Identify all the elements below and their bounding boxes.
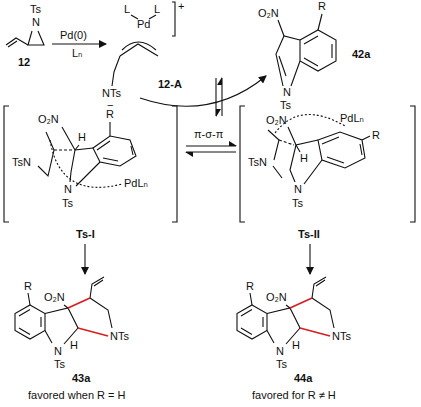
atom-label: TsN xyxy=(248,156,267,169)
benzene-ring xyxy=(318,132,365,168)
equilibrium-label: π-σ-π xyxy=(194,128,223,141)
reagent-label: Pd(0) xyxy=(60,29,87,42)
atom-label: N xyxy=(32,16,40,29)
atom-label: TsN xyxy=(12,156,31,169)
pd-allyl xyxy=(50,140,122,187)
equilibrium-arrow xyxy=(186,151,236,152)
intermediate-label: Ts-I xyxy=(76,228,95,241)
forming-bond xyxy=(54,149,73,150)
substituent-bonds xyxy=(288,127,370,152)
atom-label: H xyxy=(78,131,86,144)
compound-number: 12 xyxy=(18,56,30,69)
atom-label: Ts xyxy=(62,197,73,210)
bracket xyxy=(410,106,415,222)
bracket xyxy=(4,106,9,222)
atom-label: H xyxy=(300,152,308,165)
compound-number: 44a xyxy=(294,372,312,385)
atom-label: NTs xyxy=(110,330,129,343)
product-structure xyxy=(15,277,112,344)
atom-label: Ts xyxy=(54,358,65,371)
atom-label: N xyxy=(54,345,62,358)
equilibrium-arrow xyxy=(221,78,222,116)
atom-label: PdLₙ xyxy=(340,112,364,125)
atom-label: O₂N xyxy=(38,113,59,126)
bracket xyxy=(240,106,245,222)
atom-label: Pd xyxy=(137,18,150,31)
atom-label: Ts xyxy=(280,99,291,112)
atom-label: R xyxy=(318,0,326,13)
benzene-ring xyxy=(300,30,336,71)
r-bond xyxy=(318,14,322,30)
atom-label: R xyxy=(246,280,254,293)
atom-label: N xyxy=(276,345,284,358)
reaction-arrow xyxy=(52,43,106,44)
atom-label: R xyxy=(372,129,380,142)
aziridine-ring xyxy=(28,31,44,45)
atom-label: N xyxy=(283,86,291,99)
aromatic-bonds xyxy=(322,137,362,163)
atom-label: NTs xyxy=(332,330,351,343)
atom-label: R xyxy=(106,108,114,121)
double-bond xyxy=(8,41,17,47)
note: favored when R = H xyxy=(28,389,126,402)
aromatic-bonds xyxy=(97,141,133,161)
aminomethyl xyxy=(112,56,120,86)
compound-number: 43a xyxy=(72,372,90,385)
atom-label: O₂N xyxy=(266,114,287,127)
atom-label: O₂N xyxy=(258,7,279,20)
attack-arrow xyxy=(140,76,266,106)
reagent-label: Lₙ xyxy=(72,47,83,60)
atom-label: O₂N xyxy=(266,291,287,304)
atom-label: L xyxy=(154,3,160,16)
note: favored for R ≠ H xyxy=(252,389,336,402)
compound-number: 42a xyxy=(352,48,370,61)
atom-label: Ts xyxy=(292,197,303,210)
atom-label: N xyxy=(64,183,72,196)
allyl-chain xyxy=(268,130,282,178)
atom-label: PdLₙ xyxy=(124,177,148,190)
intermediate-label: Ts-II xyxy=(298,228,320,241)
atom-label: L xyxy=(124,3,130,16)
five-ring xyxy=(70,148,100,186)
nitro-bond xyxy=(278,20,284,36)
equilibrium-arrow xyxy=(186,145,236,146)
atom-label: Ts xyxy=(276,358,287,371)
atom-label: O₂N xyxy=(44,291,65,304)
allyl-chain xyxy=(38,132,54,176)
double-bond xyxy=(279,56,286,76)
five-ring xyxy=(290,140,322,184)
charge-label: + xyxy=(178,0,184,13)
reaction-arrow xyxy=(84,244,85,274)
atom-label: N xyxy=(294,183,302,196)
atom-label: Ts xyxy=(30,3,41,16)
bracket xyxy=(172,2,175,36)
pyrrole-ring xyxy=(276,36,300,86)
reaction-arrow xyxy=(309,244,310,274)
compound-number: 12-A xyxy=(158,78,182,91)
atom-label: NTs xyxy=(102,87,121,100)
allyl-chain xyxy=(120,44,158,56)
atom-label: H xyxy=(292,339,300,352)
atom-label: R xyxy=(24,280,32,293)
forming-bond xyxy=(279,140,294,145)
atom-label: H xyxy=(70,339,78,352)
allyl-pi xyxy=(122,42,156,50)
substituent-bonds xyxy=(62,122,110,150)
equilibrium-arrow xyxy=(215,78,216,116)
aromatic-bonds xyxy=(304,36,332,66)
benzene-ring xyxy=(93,136,136,166)
bracket xyxy=(172,106,177,222)
